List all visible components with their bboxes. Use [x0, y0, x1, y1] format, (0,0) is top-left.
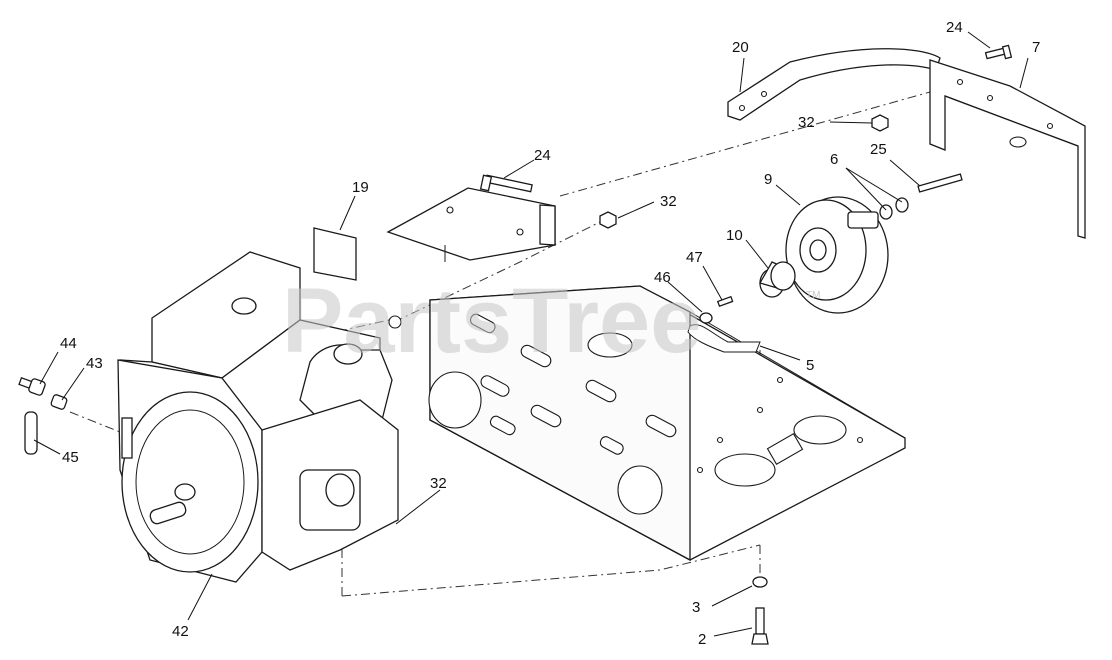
strap-20	[727, 48, 941, 121]
callout-24b: 24	[534, 147, 551, 164]
nut-32-mid	[599, 211, 617, 229]
callout-3: 3	[692, 599, 700, 616]
nut-32-top	[871, 114, 889, 132]
bolt-25-washers-6	[879, 173, 963, 220]
callout-42: 42	[172, 623, 189, 640]
electric-clutch-9	[785, 196, 889, 314]
washer-3	[752, 576, 768, 588]
nut-46	[699, 312, 713, 324]
callout-5: 5	[806, 357, 814, 374]
trademark-mark: TM	[806, 290, 820, 301]
bolt-47	[716, 295, 734, 308]
decal-19	[313, 227, 357, 281]
rod-5	[687, 324, 761, 353]
engine-42	[117, 251, 402, 583]
callout-24a: 24	[946, 19, 963, 36]
bolt-2	[751, 607, 769, 645]
callout-32b: 32	[660, 193, 677, 210]
mount-bracket	[386, 187, 556, 262]
callout-20: 20	[732, 39, 749, 56]
engine-deck-frame	[428, 285, 906, 562]
callout-32c: 32	[430, 475, 447, 492]
callout-43: 43	[86, 355, 103, 372]
callout-46: 46	[654, 269, 671, 286]
spacer-10	[759, 261, 796, 298]
callout-47: 47	[686, 249, 703, 266]
bolt-24-top	[984, 44, 1013, 60]
callout-6: 6	[830, 151, 838, 168]
callout-25: 25	[870, 141, 887, 158]
callout-labels: 24 7 20 32 6 25 24 19 9 32 10 47 46 5 44…	[60, 19, 1040, 648]
hose-45	[24, 411, 38, 455]
callout-32a: 32	[798, 114, 815, 131]
bolt-24-bracket	[479, 174, 533, 193]
callout-9: 9	[764, 171, 772, 188]
callout-19: 19	[352, 179, 369, 196]
callout-7: 7	[1032, 39, 1040, 56]
callout-10: 10	[726, 227, 743, 244]
callout-45: 45	[62, 449, 79, 466]
watermark: PartsTree	[282, 270, 701, 372]
callout-2: 2	[698, 631, 706, 648]
leader-lines	[33, 31, 1029, 637]
callout-44: 44	[60, 335, 77, 352]
clutch-bracket-7	[929, 59, 1086, 239]
